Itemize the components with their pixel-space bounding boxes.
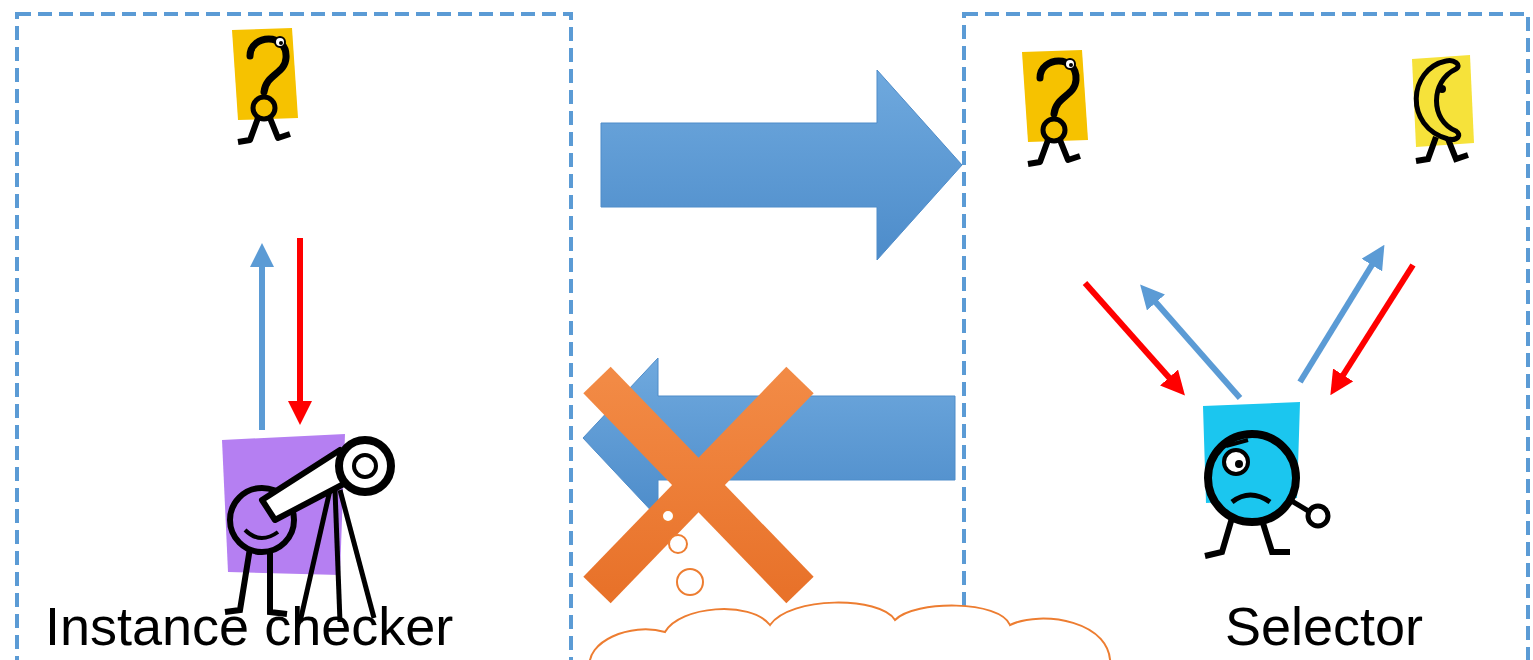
moon-character	[1412, 55, 1474, 161]
character-frown	[1232, 495, 1270, 502]
edge-layer	[583, 70, 962, 518]
cross-mark	[597, 380, 800, 590]
group-box: Instance checker	[15, 12, 573, 660]
thought-bubble	[590, 510, 1111, 660]
moon-leg	[1416, 137, 1436, 161]
moon-shape	[1416, 61, 1459, 140]
dashed-outline	[15, 12, 573, 660]
response-arrow	[297, 238, 303, 407]
tripod-leg	[340, 490, 374, 618]
thought-cloud	[590, 603, 1111, 660]
character-brow	[1226, 440, 1248, 446]
clip-art	[222, 28, 1474, 622]
question-character	[1022, 50, 1088, 164]
character-pupil	[1235, 460, 1243, 468]
character-body	[230, 488, 294, 552]
character-leg	[270, 550, 287, 614]
telescope-tube	[262, 450, 355, 520]
telescope-character	[222, 434, 391, 622]
character-leg	[1262, 520, 1290, 552]
telescope-lens-inner	[354, 455, 376, 477]
character-hand	[1308, 506, 1328, 526]
selector-character	[1203, 402, 1328, 556]
request-arrow	[259, 261, 265, 430]
moon-eye	[1438, 85, 1446, 93]
character-leg	[1205, 518, 1232, 556]
character-arm	[1290, 500, 1310, 512]
selector-backdrop	[1203, 402, 1300, 503]
tripod-leg	[335, 490, 340, 622]
character-smile	[245, 530, 278, 538]
dashed-border	[964, 14, 1528, 660]
moon-backdrop	[1412, 55, 1474, 147]
question-character	[232, 28, 298, 142]
group-box: Selector	[962, 12, 1530, 660]
tripod-leg	[300, 490, 330, 622]
request-arrow	[1152, 298, 1240, 398]
moon-leg	[1448, 139, 1468, 159]
request-arrow	[1300, 260, 1375, 382]
flow-arrow	[601, 70, 962, 260]
character-face	[1208, 434, 1296, 522]
telescope-backdrop	[222, 434, 345, 575]
character-eye	[1224, 450, 1248, 474]
telescope-lens	[339, 440, 391, 492]
bubble-dot	[669, 535, 687, 553]
dashed-outline	[962, 12, 1530, 660]
dashed-border	[17, 14, 571, 660]
bubble-dot	[677, 569, 703, 595]
flow-arrow	[583, 358, 955, 518]
cross-stroke	[597, 380, 800, 590]
response-arrow	[1340, 265, 1413, 380]
cross-stroke	[597, 380, 800, 590]
bubble-dot	[662, 510, 674, 522]
character-leg	[225, 548, 250, 612]
box-label: Selector	[1225, 597, 1520, 656]
box-label: Instance checker	[45, 597, 563, 656]
response-arrow	[1085, 283, 1173, 382]
